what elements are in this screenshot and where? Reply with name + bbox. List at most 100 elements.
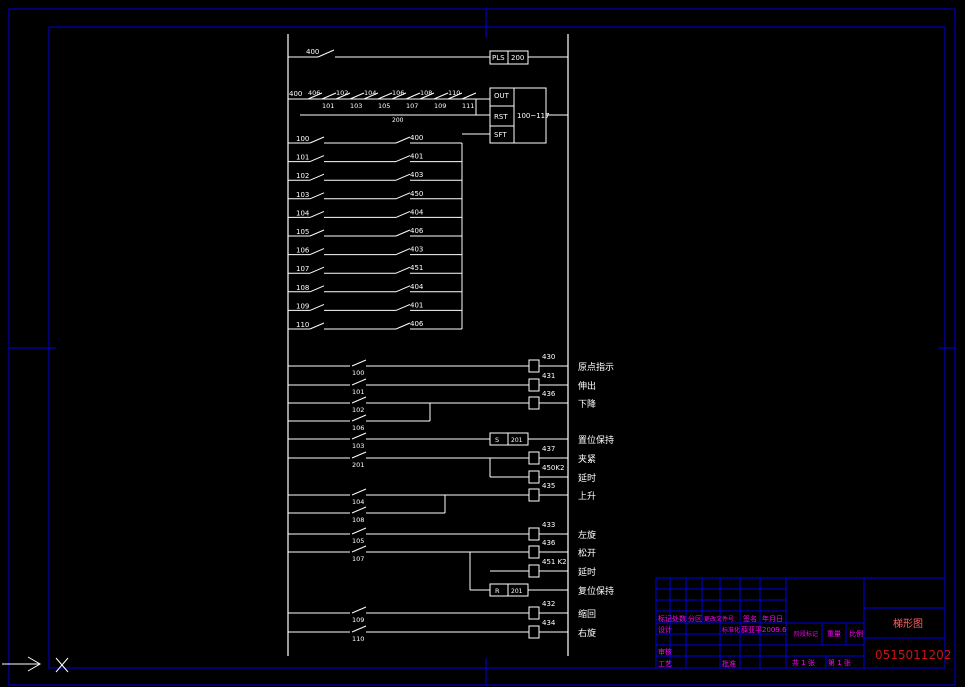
chain-contact-label: 104 xyxy=(364,89,376,97)
ucs-icon xyxy=(2,656,69,673)
chain-contact xyxy=(433,92,449,100)
step-label: 106 xyxy=(296,247,310,255)
output-contact-label: 104 xyxy=(352,498,364,506)
output-label: 缩回 xyxy=(578,608,596,620)
cond-contact xyxy=(395,248,411,256)
chain-contact xyxy=(363,92,379,100)
chain-contact xyxy=(377,92,393,100)
sr-out-label: OUT xyxy=(494,92,510,100)
output-label: 伸出 xyxy=(578,380,596,392)
coil-label: 432 xyxy=(542,600,555,608)
output-contact xyxy=(351,378,367,386)
output-contact xyxy=(351,506,367,514)
tb-r3-c2: 重量 xyxy=(827,630,841,638)
cond-label: 403 xyxy=(410,246,423,254)
tb-r2-c1: 设计 xyxy=(658,625,672,634)
tb-r1-c6: 年月日 xyxy=(762,614,783,623)
chain-contact-label: 101 xyxy=(322,102,334,110)
sr-range-label: 100~117 xyxy=(517,112,550,120)
shift-register-block xyxy=(288,87,568,144)
output-contact xyxy=(351,359,367,367)
step-contact xyxy=(309,285,325,293)
output-contact xyxy=(351,451,367,459)
cond-contact xyxy=(395,285,411,293)
coil-label: 433 xyxy=(542,521,555,529)
chain-contact-label: 105 xyxy=(378,102,390,110)
output-contact xyxy=(351,414,367,422)
output-contact-label: 107 xyxy=(352,555,364,563)
output-label: 左旋 xyxy=(578,529,596,541)
cond-label: 403 xyxy=(410,171,423,179)
step-contact xyxy=(309,322,325,330)
set-reset-operand: 201 xyxy=(511,588,523,595)
cond-label: 404 xyxy=(410,208,424,216)
output-contact xyxy=(351,545,367,553)
output-label: 右旋 xyxy=(578,627,596,639)
output-contact-label: 100 xyxy=(352,369,364,377)
cond-contact xyxy=(395,266,411,274)
coil-label: 436 xyxy=(542,539,556,547)
chain-contact-label: 103 xyxy=(350,102,362,110)
cond-contact xyxy=(395,173,411,181)
cond-label: 406 xyxy=(410,227,424,235)
sr-chain-bottom: 200 xyxy=(392,117,404,124)
chain-contact xyxy=(321,92,337,100)
step-label: 109 xyxy=(296,302,309,310)
step-contact xyxy=(309,248,325,256)
output-contact-label: 109 xyxy=(352,616,364,624)
cond-contact xyxy=(395,303,411,311)
chain-contact-label: 109 xyxy=(434,102,446,110)
tb-r1-c1: 标记 xyxy=(658,614,672,623)
output-contact-label: 102 xyxy=(352,406,364,414)
chain-contact-label: 107 xyxy=(406,102,418,110)
cond-label: 400 xyxy=(410,134,423,142)
cond-label: 450 xyxy=(410,190,423,198)
tb-r2-c3: 标准化 xyxy=(722,626,740,634)
chain-contact xyxy=(307,92,323,100)
output-contact xyxy=(351,625,367,633)
output-label: 原点指示 xyxy=(578,361,614,373)
step-contact xyxy=(309,229,325,237)
output-contact-label: 103 xyxy=(352,442,364,450)
tb-r2-c4: 薛亚平2009.6 xyxy=(741,625,787,634)
sheet-no: 第 1 张 xyxy=(828,658,851,667)
step-label: 103 xyxy=(296,191,309,199)
step-label: 100 xyxy=(296,135,309,143)
coil-label: 435 xyxy=(542,482,555,490)
chain-contact xyxy=(405,92,421,100)
cond-contact xyxy=(395,192,411,200)
coil-label: 437 xyxy=(542,445,555,453)
cond-label: 406 xyxy=(410,320,424,328)
coil-label: 450K2 xyxy=(542,464,564,472)
output-label: 延时 xyxy=(578,472,596,484)
step-contact xyxy=(309,303,325,311)
tb-r5-c1: 工艺 xyxy=(658,660,672,668)
coil-label: 451 K2 xyxy=(542,558,567,566)
drawing-frame xyxy=(8,8,956,686)
coil-label: 431 xyxy=(542,372,555,380)
step-contact xyxy=(309,136,325,144)
output-label: 上升 xyxy=(578,491,596,502)
cond-contact xyxy=(395,210,411,218)
step-label: 108 xyxy=(296,284,309,292)
title-block xyxy=(655,577,946,669)
output-label: 置位保持 xyxy=(578,434,614,446)
step-contact xyxy=(309,266,325,274)
tb-r5-c3: 批准 xyxy=(722,659,736,668)
pls-instruction: PLS xyxy=(492,54,505,62)
sr-sft-label: SFT xyxy=(494,131,507,139)
cond-label: 401 xyxy=(410,301,423,309)
output-contact-label: 201 xyxy=(352,461,364,469)
cond-contact xyxy=(395,322,411,330)
output-label: 松开 xyxy=(578,547,596,559)
chain-contact-label: 111 xyxy=(462,102,474,110)
chain-contact xyxy=(461,92,477,100)
pls-contact-label: 400 xyxy=(306,48,319,56)
chain-contact-label: 108 xyxy=(420,89,432,97)
tb-r3-c3: 比例 xyxy=(849,629,863,638)
rung-pls xyxy=(288,49,568,65)
sr-chain-first: 400 xyxy=(289,90,302,98)
output-label: 延时 xyxy=(578,566,596,578)
